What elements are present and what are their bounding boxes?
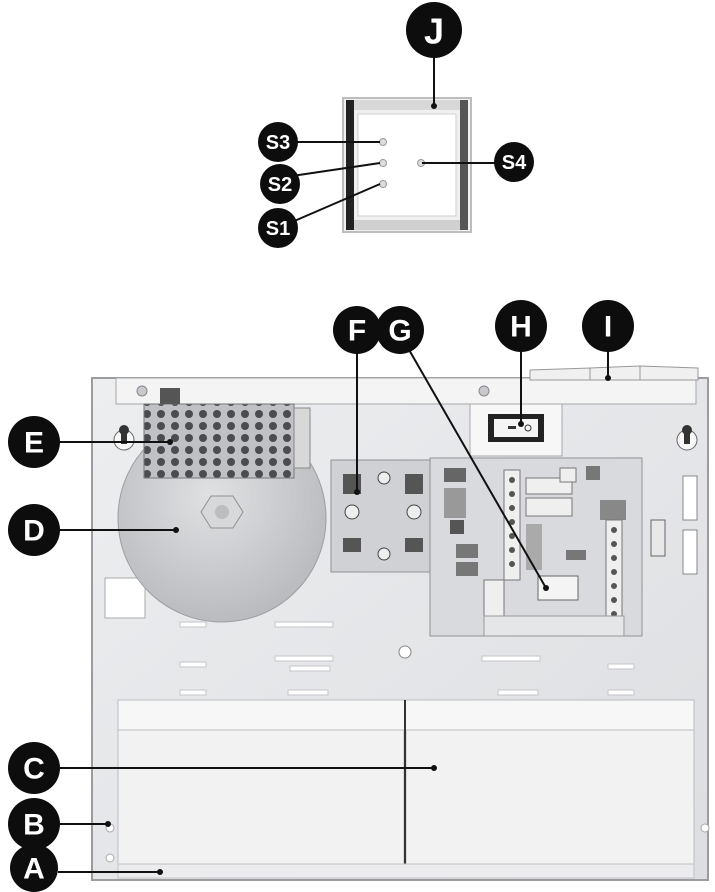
callout-s2: S2 bbox=[260, 164, 300, 204]
callout-e: E bbox=[8, 416, 60, 468]
callout-g: G bbox=[376, 306, 424, 354]
tamper-switch-detail bbox=[342, 97, 472, 233]
callout-h: H bbox=[495, 300, 547, 352]
mains-switch bbox=[469, 403, 563, 457]
s2-terminal bbox=[379, 159, 387, 167]
callout-c: C bbox=[8, 742, 60, 794]
callout-i-label: I bbox=[604, 311, 612, 344]
battery-compartment bbox=[117, 699, 695, 879]
callout-s4-label: S4 bbox=[502, 152, 527, 174]
keyhole-left bbox=[113, 425, 135, 451]
callout-g-label: G bbox=[388, 315, 411, 348]
callout-s1-label: S1 bbox=[266, 218, 290, 240]
callout-f: F bbox=[333, 306, 381, 354]
callout-s1: S1 bbox=[258, 208, 298, 248]
callout-s4: S4 bbox=[494, 142, 534, 182]
callout-s2-label: S2 bbox=[268, 174, 292, 196]
s3-terminal bbox=[379, 138, 387, 146]
keyhole-right bbox=[676, 425, 698, 451]
callout-d: D bbox=[8, 504, 60, 556]
power-board bbox=[330, 459, 438, 573]
callout-s3-label: S3 bbox=[266, 132, 290, 154]
callout-s3: S3 bbox=[258, 122, 298, 162]
callout-f-label: F bbox=[348, 315, 366, 348]
s1-terminal bbox=[379, 180, 387, 188]
callout-c-label: C bbox=[23, 753, 45, 786]
callout-a-label: A bbox=[23, 853, 45, 886]
control-board bbox=[429, 457, 643, 637]
leader-lines bbox=[58, 56, 609, 873]
callout-a: A bbox=[10, 844, 58, 892]
callout-j-label: J bbox=[424, 11, 444, 52]
callout-e-label: E bbox=[24, 427, 44, 460]
callout-d-label: D bbox=[23, 515, 45, 548]
callout-b-label: B bbox=[23, 809, 45, 842]
callout-b: B bbox=[8, 798, 60, 850]
callout-h-label: H bbox=[510, 311, 532, 344]
leader-dots bbox=[105, 103, 611, 875]
callout-j: J bbox=[406, 2, 462, 58]
callout-i: I bbox=[582, 300, 634, 352]
